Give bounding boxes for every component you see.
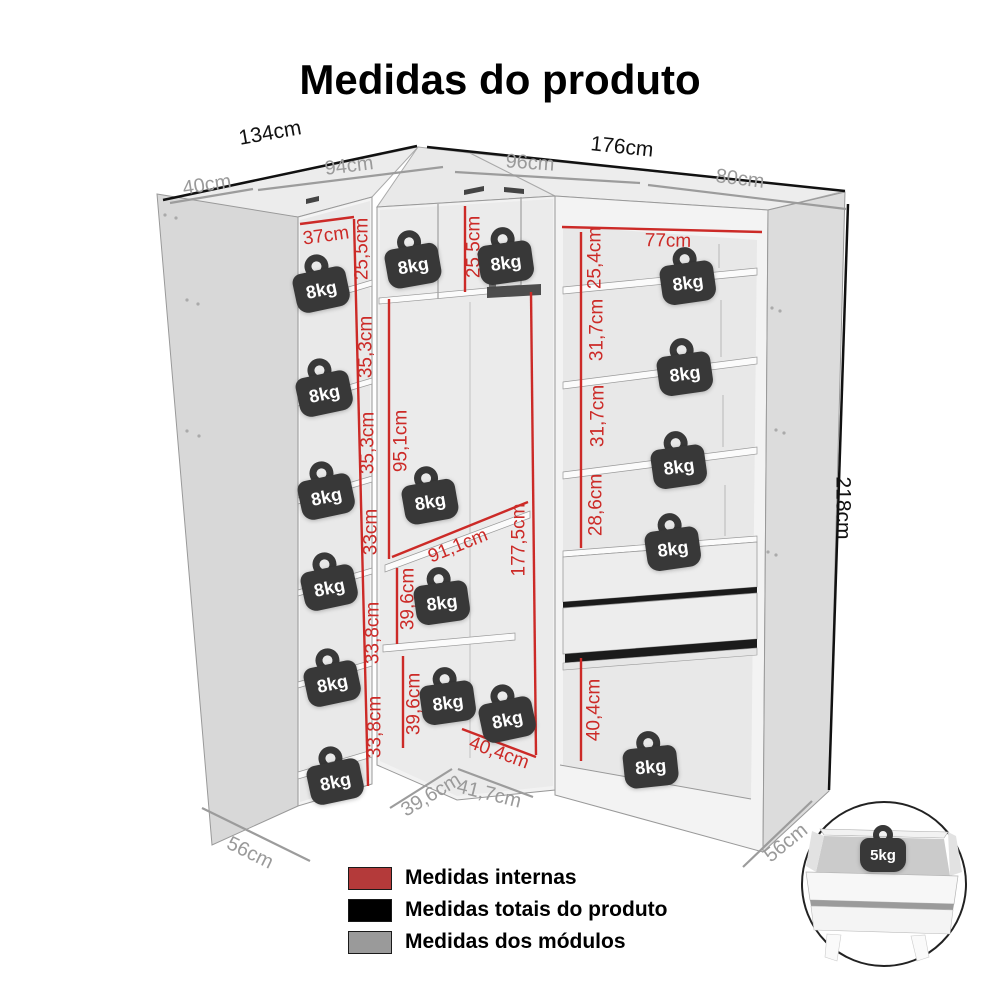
weight-icon: 8kg	[410, 564, 472, 629]
weight-icon: 8kg	[416, 664, 478, 729]
legend-row-internal: Medidas internas	[348, 866, 668, 890]
drawer-handle-gap-2	[565, 639, 757, 663]
weight-icon: 8kg	[291, 353, 356, 421]
middle-corner-module	[376, 186, 556, 801]
dim-internal-left-section-0: 25,5cm	[351, 217, 373, 281]
dim-internal-right-section-0: 25,4cm	[584, 226, 606, 290]
hanging-rod	[487, 284, 541, 298]
right-side-panel	[762, 191, 846, 854]
weight-icon: 8kg	[474, 679, 539, 747]
dim-internal-right-section-3: 28,6cm	[585, 473, 607, 537]
legend-label-module: Medidas dos módulos	[405, 930, 626, 953]
legend-label-total: Medidas totais do produto	[405, 898, 668, 921]
drawer-unit	[562, 535, 758, 671]
weight-icon: 8kg	[474, 224, 536, 289]
dim-total-height: 218cm	[831, 476, 855, 540]
dim-internal-right-section-1: 31,7cm	[586, 298, 608, 362]
dim-internal-left-section-5: 33,8cm	[364, 695, 386, 759]
total-dimension-lines	[162, 144, 850, 791]
weight-icon: 8kg	[620, 728, 680, 791]
legend-swatch-internal	[348, 866, 392, 890]
dim-internal-middle-total-height: 177,5cm	[508, 503, 530, 577]
inset-drawer-front	[805, 871, 959, 905]
dim-internal-left-section-1: 35,3cm	[355, 315, 377, 379]
weight-icon: 8kg	[302, 741, 367, 809]
weight-icon: 8kg	[641, 510, 703, 575]
drawer-weight-icon: 5kg	[860, 825, 906, 875]
dim-module-corner-width: 96cm	[504, 150, 556, 176]
legend-swatch-module	[348, 930, 392, 954]
dim-internal-middle-hang-height: 95,1cm	[390, 409, 412, 473]
weight-icon: 8kg	[647, 428, 709, 493]
internal-dimension-lines	[299, 206, 763, 787]
weight-icon: 8kg	[299, 643, 364, 711]
left-side-panel	[156, 193, 299, 846]
dim-internal-right-bottom: 40,4cm	[583, 678, 605, 742]
dim-internal-left-section-2: 35,3cm	[357, 411, 379, 475]
weight-icon: 8kg	[653, 335, 715, 400]
dim-internal-right-section-2: 31,7cm	[587, 384, 609, 448]
page-title: Medidas do produto	[299, 56, 701, 103]
wardrobe-top-faces	[162, 146, 846, 218]
legend: Medidas internas Medidas totais do produ…	[348, 866, 668, 962]
legend-row-module: Medidas dos módulos	[348, 930, 668, 954]
drawer-handle-gap-1	[563, 587, 757, 608]
weight-icon: 8kg	[397, 462, 461, 528]
weight-icon: 8kg	[656, 244, 718, 309]
dim-internal-left-section-3: 33cm	[360, 508, 382, 556]
legend-swatch-total	[348, 898, 392, 922]
legend-row-total: Medidas totais do produto	[348, 898, 668, 922]
legend-label-internal: Medidas internas	[405, 866, 577, 889]
module-dimension-lines	[169, 165, 847, 868]
weight-icon: 8kg	[288, 249, 353, 317]
dim-internal-left-section-4: 33,8cm	[362, 601, 384, 665]
weight-icon: 8kg	[296, 547, 361, 615]
weight-icon: 8kg	[380, 226, 444, 292]
weight-icon: 8kg	[293, 456, 358, 524]
